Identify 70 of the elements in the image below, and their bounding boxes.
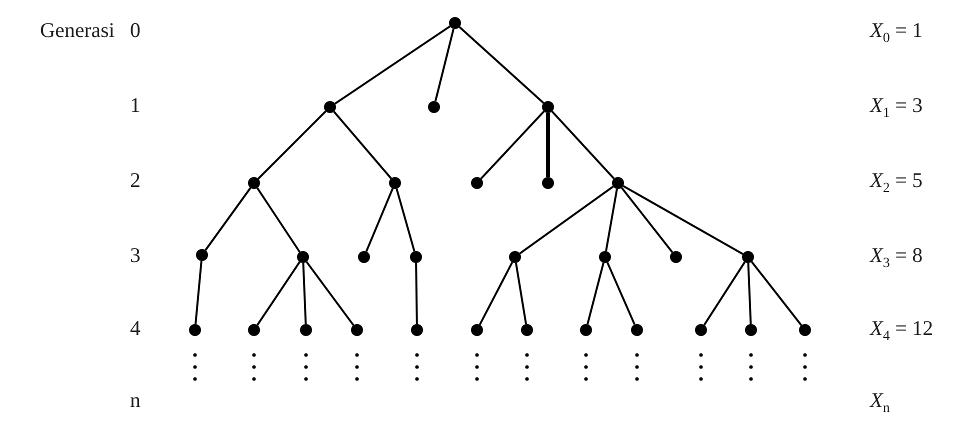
- tree-node-dot: [248, 324, 260, 336]
- tree-branch-line: [622, 185, 744, 255]
- tree-node-dot: [599, 251, 611, 263]
- generation-label: 0: [130, 20, 140, 41]
- tree-branch-line: [606, 262, 636, 325]
- tree-branch-line: [306, 261, 354, 326]
- tree-node-dot: [351, 324, 363, 336]
- tree-branch-line: [478, 262, 514, 326]
- tree-branch-line: [750, 261, 802, 326]
- population-count-label: X$_{n}$: [870, 390, 890, 416]
- population-count-label: X$_{1}$ = 3: [870, 95, 923, 122]
- tree-node-dot: [745, 324, 757, 336]
- tree-branch-line: [256, 261, 300, 326]
- tree-branch-line: [256, 187, 301, 253]
- tree-branch-line: [747, 262, 752, 324]
- population-count-label: X$_{4}$ = 12: [870, 318, 934, 344]
- tree-node-dot: [521, 324, 533, 336]
- tree-node-dot: [248, 177, 260, 189]
- tree-node-dot: [449, 17, 461, 29]
- tree-node-dot: [358, 251, 370, 263]
- tree-branch-line: [434, 28, 455, 102]
- tree-branch-line: [605, 188, 618, 252]
- tree-node-dot: [428, 101, 440, 113]
- population-count-label: X$_{0}$ = 1: [870, 20, 923, 46]
- generation-label: Generasi: [40, 20, 115, 41]
- tree-branch-line: [194, 260, 202, 324]
- tree-node-dot: [411, 324, 423, 336]
- tree-branch-line: [334, 26, 451, 104]
- tree-branch-line: [514, 262, 528, 324]
- tree-branch-line: [551, 110, 615, 180]
- tree-branch-line: [302, 262, 307, 324]
- tree-node-dot: [799, 324, 811, 336]
- tree-node-dot: [670, 251, 682, 263]
- tree-node-dot: [695, 324, 707, 336]
- generation-label: 4: [130, 318, 140, 339]
- tree-node-dot: [389, 177, 401, 189]
- tree-branch-line: [703, 262, 746, 326]
- generation-label: 3: [130, 245, 140, 266]
- population-count-label: X$_{2}$ = 5: [870, 170, 923, 196]
- tree-node-dot: [509, 251, 521, 263]
- tree-node-dot: [324, 101, 336, 113]
- tree-node-dot: [580, 324, 592, 336]
- tree-node-dot: [196, 249, 208, 261]
- tree-node-dot: [189, 324, 201, 336]
- tree-branch-line: [415, 262, 418, 324]
- tree-node-dot: [300, 324, 312, 336]
- tree-node-dot: [542, 177, 554, 189]
- generation-label: n: [130, 390, 140, 411]
- tree-branch-line: [258, 110, 326, 180]
- tree-node-dot: [742, 251, 754, 263]
- tree-node-dot: [612, 177, 624, 189]
- tree-branch-line: [480, 110, 545, 180]
- tree-node-dot: [297, 251, 309, 263]
- generation-label: 2: [130, 170, 140, 191]
- generation-label: 1: [130, 95, 140, 116]
- population-count-label: X$_{3}$ = 8: [870, 245, 923, 272]
- tree-branch-line: [546, 113, 550, 177]
- tree-node-dot: [471, 324, 483, 336]
- tree-node-dot: [471, 177, 483, 189]
- tree-branch-line: [458, 26, 544, 104]
- tree-branch-line: [333, 110, 392, 180]
- tree-branch-line: [396, 188, 416, 252]
- tree-branch-line: [365, 188, 394, 252]
- tree-node-dot: [410, 251, 422, 263]
- tree-branch-line: [519, 186, 614, 254]
- tree-branch-line: [586, 262, 604, 324]
- tree-node-dot: [542, 101, 554, 113]
- tree-branch-line: [204, 187, 252, 251]
- tree-node-dot: [631, 324, 643, 336]
- tree-branch-line: [620, 187, 674, 253]
